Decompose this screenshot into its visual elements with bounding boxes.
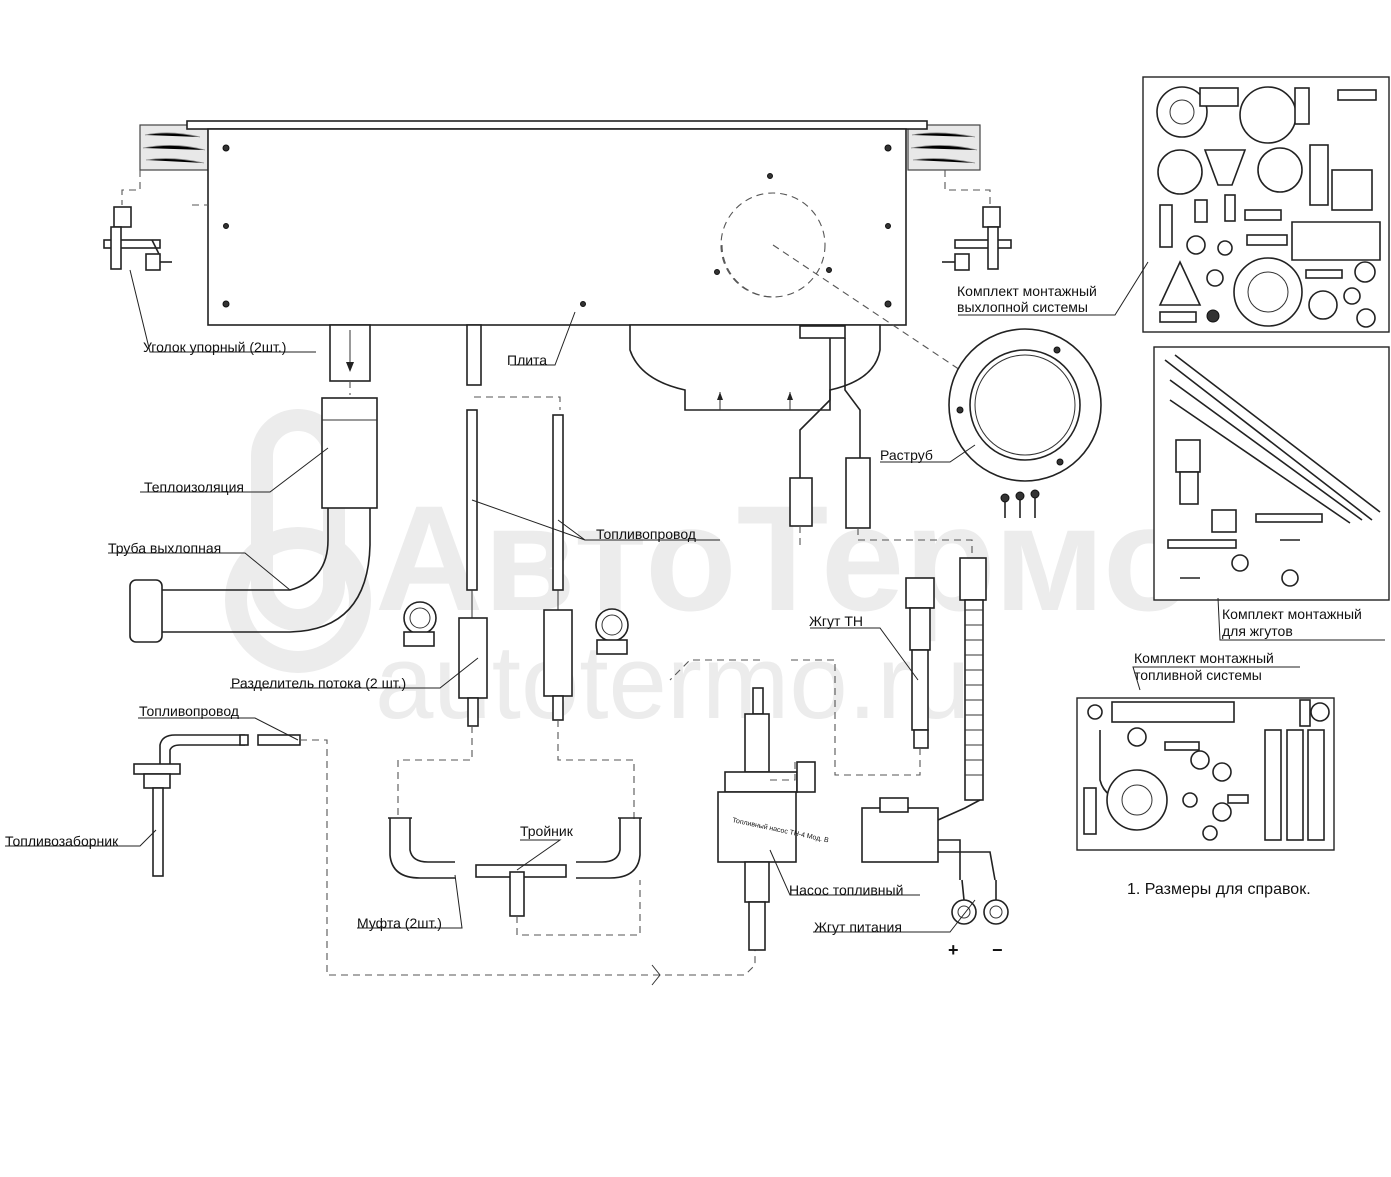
floor-wood <box>139 124 981 171</box>
flow-splitters <box>403 601 629 727</box>
exhaust-outlet <box>329 324 482 386</box>
label-exhaust-kit-line2: выхлопной системы <box>957 299 1088 315</box>
exhaust-kit-panel <box>1142 76 1390 333</box>
label-harness-kit-line2: для жгутов <box>1222 623 1293 639</box>
label-exhaust-kit-line1: Комплект монтажный <box>957 283 1097 299</box>
leader-lines <box>5 261 1385 933</box>
label-fuel-kit-line2: топливной системы <box>1134 667 1262 683</box>
harness-kit-panel <box>1153 346 1390 601</box>
label-flange: Раструб <box>880 447 933 463</box>
label-fuel-line-upper: Топливопровод <box>596 526 696 542</box>
label-plate: Плита <box>507 352 547 368</box>
label-flow-splitter: Разделитель потока (2 шт.) <box>231 675 406 691</box>
label-power-harness: Жгут питания <box>814 919 902 935</box>
fuel-intake <box>133 734 301 877</box>
harnesses: + − <box>789 338 1009 960</box>
watermark-brand: АвтоТермо <box>375 474 1195 642</box>
label-tee: Тройник <box>520 823 574 839</box>
fuel-kit-panel <box>1076 697 1335 851</box>
corner-bracket-right <box>942 170 1012 271</box>
label-fuel-intake: Топливозаборник <box>5 833 119 849</box>
label-coupling: Муфта (2шт.) <box>357 915 442 931</box>
labels: Уголок упорный (2шт.) Плита Теплоизоляци… <box>5 283 1362 935</box>
note-reference-dimensions: 1. Размеры для справок. <box>1127 881 1311 898</box>
corner-bracket-left <box>103 170 208 271</box>
label-corner-bracket: Уголок упорный (2шт.) <box>143 339 286 355</box>
label-fuel-kit-line1: Комплект монтажный <box>1134 650 1274 666</box>
label-exhaust-pipe: Труба выхлопная <box>108 540 221 556</box>
heater-plate <box>186 120 928 411</box>
watermark-thermometer-icon <box>251 409 345 631</box>
flange <box>772 244 1102 518</box>
exhaust-pipe <box>129 381 378 643</box>
fuel-lower-plumbing <box>388 720 642 936</box>
label-harness-kit-line1: Комплект монтажный <box>1222 606 1362 622</box>
plus-sign: + <box>948 940 959 960</box>
label-th-harness: Жгут ТН <box>809 613 863 629</box>
label-fuel-line-lower: Топливопровод <box>139 703 239 719</box>
minus-sign: − <box>992 940 1003 960</box>
label-fuel-pump: Насос топливный <box>789 882 903 898</box>
watermark-bulb-icon <box>225 527 371 673</box>
label-thermal-insulation: Теплоизоляция <box>144 479 244 495</box>
fuel-pump: Топливный насос ТН-4 Мод. В <box>300 659 830 986</box>
